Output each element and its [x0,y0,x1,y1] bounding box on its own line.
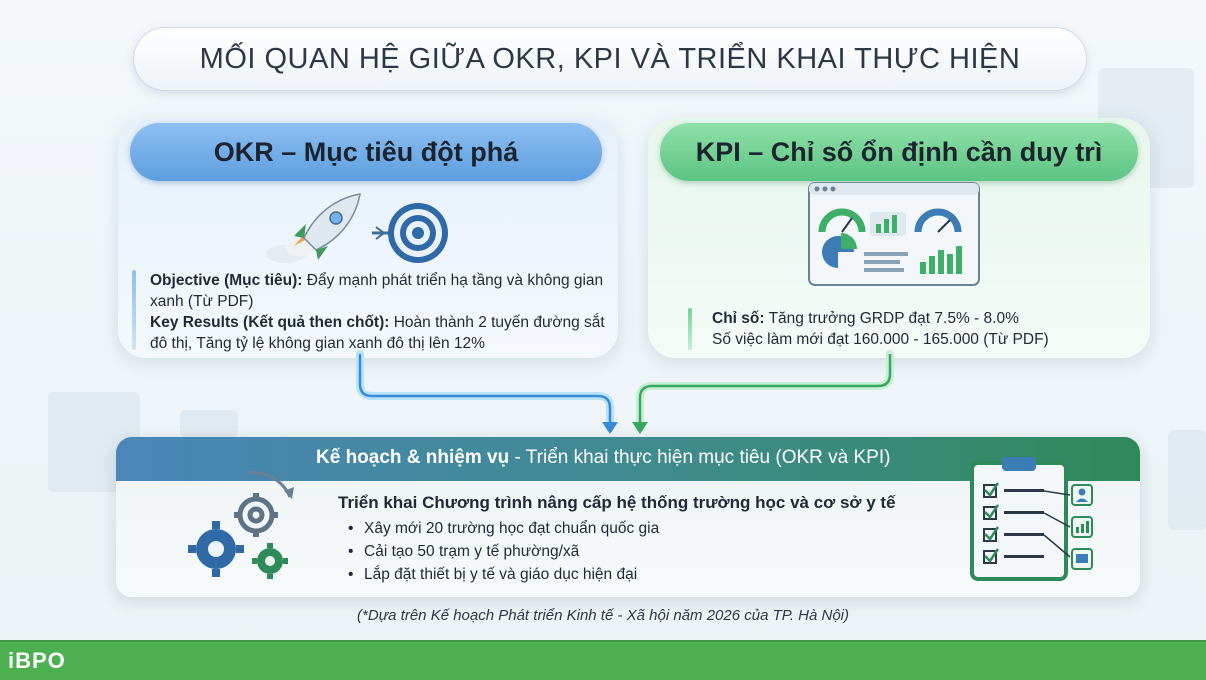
index-text: Tăng trưởng GRDP đạt 7.5% - 8.0% [768,310,1019,327]
plan-title-bold: Kế hoạch & nhiệm vụ [316,447,510,468]
list-item: Cải tạo 50 trạm y tế phường/xã [348,540,659,563]
kpi-accent-bar [688,308,692,350]
plan-title-rest: - Triển khai thực hiện mục tiêu (OKR và … [509,447,891,468]
key-results-label: Key Results (Kết quả then chốt): [150,314,390,331]
objective-text: Đẩy mạnh phát triển hạ tầng và không gia… [150,272,604,310]
list-item: Xây mới 20 trường học đạt chuẩn quốc gia [348,517,659,540]
plan-list: Xây mới 20 trường học đạt chuẩn quốc gia… [348,517,659,586]
kpi-text: Chỉ số: Tăng trưởng GRDP đạt 7.5% - 8.0%… [712,308,1142,350]
footer-bar: iBPO [0,640,1206,680]
background-decoration [1168,430,1206,530]
kpi-heading: KPI – Chỉ số ổn định cần duy trì [660,123,1138,181]
okr-text: Objective (Mục tiêu): Đẩy mạnh phát triể… [150,270,610,354]
plan-card: Kế hoạch & nhiệm vụ - Triển khai thực hi… [116,437,1140,597]
footnote: (*Dựa trên Kế hoạch Phát triển Kinh tế -… [357,607,849,624]
list-item: Lắp đặt thiết bị y tế và giáo dục hiện đ… [348,563,659,586]
dashboard-icon [808,182,980,286]
index-label: Chỉ số: [712,310,765,327]
okr-to-plan-arrow [356,350,618,434]
okr-accent-bar [132,270,136,350]
okr-heading: OKR – Mục tiêu đột phá [130,123,602,181]
background-decoration [180,410,238,438]
kpi-to-plan-arrow [632,350,894,434]
rocket-icon [266,193,361,263]
plan-subtitle: Triển khai Chương trình nâng cấp hệ thốn… [338,493,896,512]
kpi-card: KPI – Chỉ số ổn định cần duy trì Chỉ số:… [648,118,1150,358]
key-results-text: Hoàn thành 2 tuyến đường sắt đô thị, Tăn… [150,314,605,352]
objective-label: Objective (Mục tiêu): [150,272,303,289]
plan-header [116,437,1140,481]
page-title: MỐI QUAN HỆ GIỮA OKR, KPI VÀ TRIỂN KHAI … [133,27,1087,91]
checklist-icon [970,457,1093,581]
target-icon [372,203,448,263]
okr-card: OKR – Mục tiêu đột phá Objective (Mục ti… [118,118,618,358]
brand-logo: iBPO [8,648,66,673]
jobs-text: Số việc làm mới đạt 160.000 - 165.000 (T… [712,331,1049,348]
plan-title: Kế hoạch & nhiệm vụ - Triển khai thực hi… [316,447,890,469]
gears-icon [188,471,294,579]
